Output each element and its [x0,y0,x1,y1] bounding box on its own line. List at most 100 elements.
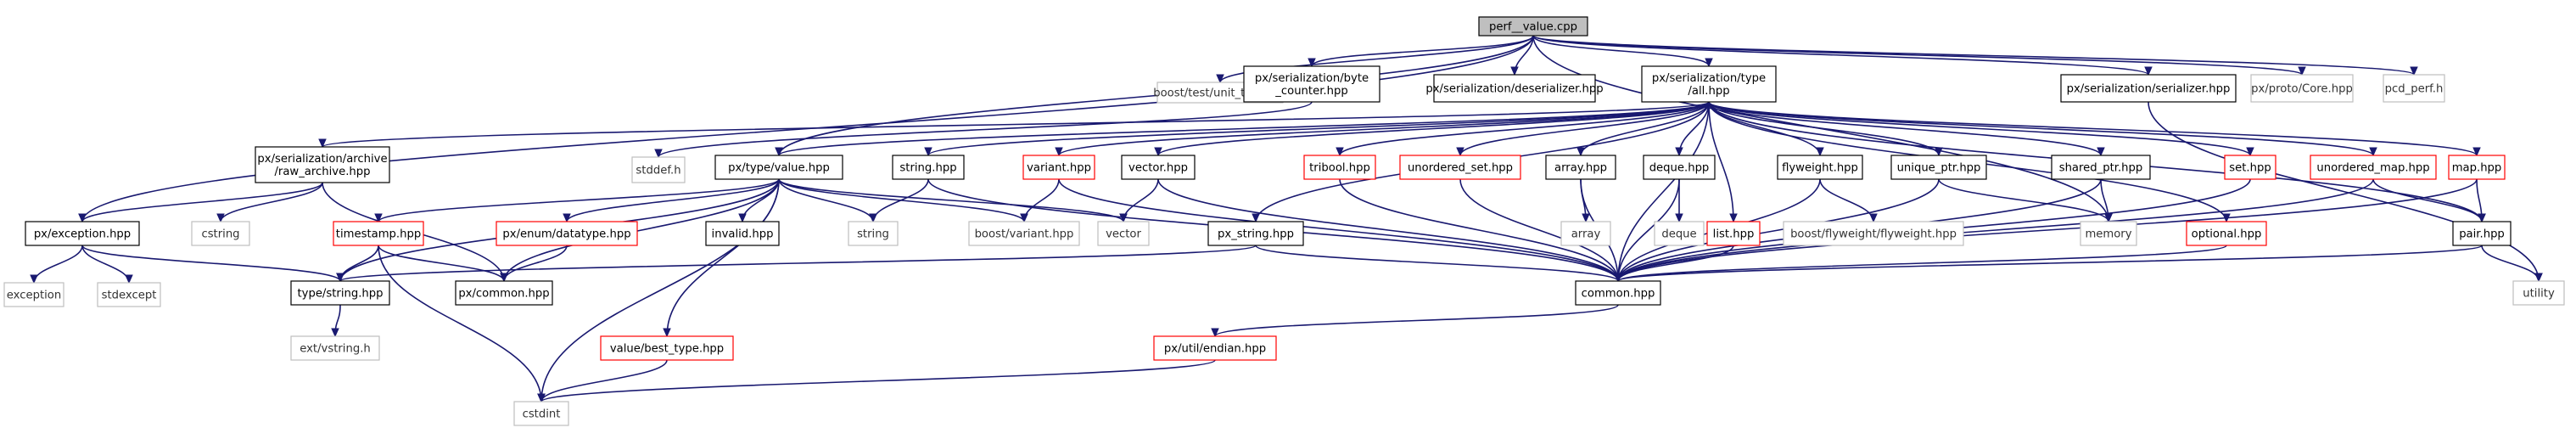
node-label: string.hpp [899,162,956,175]
edge-type_all-to-map_hpp [1708,101,2481,157]
node-exception-hpp[interactable]: px/exception.hpp [25,221,140,246]
node-label: px/common.hpp [458,288,549,301]
edge-timestamp_hpp-to-type_string [336,245,379,283]
node-label: invalid.hpp [712,228,774,241]
node-unordered-map-hpp[interactable]: unordered_map.hpp [2310,155,2437,180]
node-label: px/serialization/serializer.hpp [2067,83,2231,96]
node-label: map.hpp [2452,162,2502,175]
node-label: perf__value.cpp [1489,21,1577,34]
node-best-type[interactable]: value/best_type.hpp [600,335,734,361]
node-raw-archive[interactable]: px/serialization/archive/raw_archive.hpp [255,146,390,183]
node-label: deque [1661,228,1696,241]
node-invalid-hpp[interactable]: invalid.hpp [705,221,780,246]
edge-unordered_map_hpp-to-pair_hpp [2372,178,2486,223]
node-string-sys: string [848,221,899,246]
node-label: exception [7,290,61,302]
node-set-hpp[interactable]: set.hpp [2224,155,2276,180]
node-datatype-hpp[interactable]: px/enum/datatype.hpp [496,221,638,246]
node-deque-hpp[interactable]: deque.hpp [1643,155,1716,180]
node-label: boost/flyweight/flyweight.hpp [1790,228,1957,241]
node-vector-sys: vector [1097,221,1150,246]
edge-raw_archive-to-exception_hpp [78,182,323,223]
edge-best_type-to-cstdint [537,359,668,403]
edge-type_all-to-vector_hpp [1154,101,1710,157]
node-label: px/enum/datatype.hpp [502,228,630,241]
node-root[interactable]: perf__value.cpp [1478,16,1588,37]
node-label: flyweight.hpp [1782,162,1858,175]
edge-type_string-to-vstring [331,304,341,338]
node-common-hpp[interactable]: common.hpp [1575,280,1661,306]
node-label: common.hpp [1582,288,1655,301]
node-label: set.hpp [2229,162,2271,175]
node-label: px/serialization/archive/raw_archive.hpp [257,153,387,178]
edge-type_all-to-string_hpp [924,101,1710,157]
edge-string_hpp-to-string_sys [869,178,929,223]
node-label: unique_ptr.hpp [1897,162,1981,175]
node-label: deque.hpp [1649,162,1710,175]
edge-exception_hpp-to-type_string [81,245,344,283]
node-array-hpp[interactable]: array.hpp [1545,155,1616,180]
edge-serializer-to-utility_sys [2148,101,2543,283]
edge-timestamp_hpp-to-px_common [378,245,508,283]
node-memory-sys: memory [2080,221,2137,246]
node-px-common[interactable]: px/common.hpp [455,280,553,306]
node-stdexcept-sys: stdexcept [97,282,161,307]
node-endian-hpp[interactable]: px/util/endian.hpp [1153,335,1277,361]
node-label: array.hpp [1554,162,1607,175]
node-map-hpp[interactable]: map.hpp [2448,155,2506,180]
edge-exception_hpp-to-stdexcept_sys [81,245,133,284]
node-px-string[interactable]: px_string.hpp [1207,221,1304,246]
node-type-all[interactable]: px/serialization/type/all.hpp [1641,65,1777,103]
node-type-string[interactable]: type/string.hpp [290,280,390,306]
node-deque-sys: deque [1654,221,1705,246]
node-serializer[interactable]: px/serialization/serializer.hpp [2060,74,2237,103]
edge-vector_hpp-to-vector_sys [1119,178,1159,223]
node-label: px/serialization/deserializer.hpp [1425,83,1603,96]
node-shared-ptr-hpp[interactable]: shared_ptr.hpp [2051,155,2151,180]
node-label: unordered_set.hpp [1408,162,1513,175]
edge-array_hpp-to-array_sys [1580,178,1590,223]
node-label: cstdint [523,408,561,421]
node-timestamp-hpp[interactable]: timestamp.hpp [333,221,424,246]
edge-endian_hpp-to-cstdint [537,359,1216,403]
node-boost-variant: boost/variant.hpp [968,221,1080,246]
node-label: stdexcept [102,290,157,302]
node-pair-hpp[interactable]: pair.hpp [2452,221,2512,246]
node-unique-ptr-hpp[interactable]: unique_ptr.hpp [1890,155,1987,180]
node-label: utility [2523,288,2555,301]
edge-root-to-byte_counter [1308,35,1534,68]
edge-map_hpp-to-pair_hpp [2476,178,2486,223]
node-deserializer[interactable]: px/serialization/deserializer.hpp [1425,74,1604,103]
node-label: variant.hpp [1027,162,1091,175]
node-array-sys: array [1560,221,1611,246]
node-tribool-hpp[interactable]: tribool.hpp [1303,155,1376,180]
edge-type_all-to-unordered_set_hpp [1456,101,1710,157]
edge-type_all-to-type_value [775,101,1710,157]
node-label: pcd_perf.h [2385,83,2444,96]
node-label: px/type/value.hpp [728,162,830,175]
node-type-value[interactable]: px/type/value.hpp [714,155,843,180]
edge-type_all-to-raw_archive [318,101,1710,149]
node-unordered-set-hpp[interactable]: unordered_set.hpp [1399,155,1521,180]
node-string-hpp[interactable]: string.hpp [892,155,965,180]
edge-root-to-type_all [1532,35,1713,68]
edge-px_string-to-type_string [336,245,1257,283]
edge-type_value-to-boost_variant [778,178,1028,223]
edge-type_value-to-datatype_hpp [563,178,780,223]
node-vector-hpp[interactable]: vector.hpp [1121,155,1196,180]
edge-pair_hpp-to-utility_sys [2481,245,2543,283]
edge-type_all-to-variant_hpp [1055,101,1710,157]
node-variant-hpp[interactable]: variant.hpp [1022,155,1095,180]
node-label: ext/vstring.h [300,343,371,356]
node-proto-core: px/proto/Core.hpp [2250,74,2354,103]
edge-type_all-to-unordered_map_hpp [1708,101,2377,157]
node-list-hpp[interactable]: list.hpp [1706,221,1761,246]
node-byte-counter[interactable]: px/serialization/byte_counter.hpp [1243,65,1380,103]
edge-common_hpp-to-endian_hpp [1211,304,1619,338]
node-label: px/serialization/type/all.hpp [1652,72,1766,98]
edge-type_all-to-set_hpp [1708,101,2254,157]
node-flyweight-hpp[interactable]: flyweight.hpp [1777,155,1863,180]
node-pcd-perf: pcd_perf.h [2383,74,2445,103]
node-optional-hpp[interactable]: optional.hpp [2186,221,2267,246]
